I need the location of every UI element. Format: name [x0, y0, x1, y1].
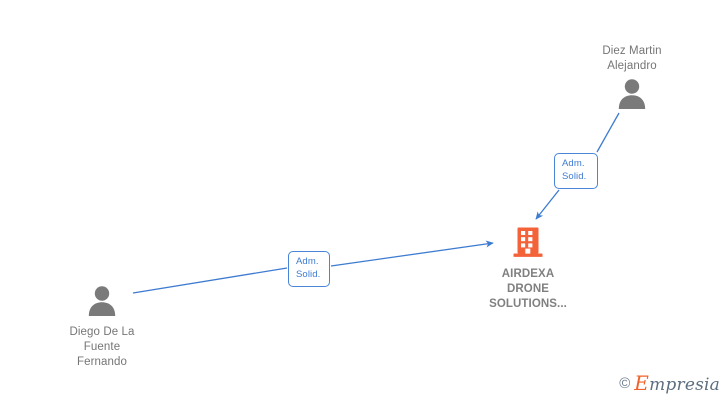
copyright-icon: © [619, 375, 631, 392]
node-label-diego-de-la-fuente-fernando: Diego De La Fuente Fernando [69, 326, 135, 368]
node-company-airdexa-drone-solutions[interactable]: AIRDEXA DRONE SOLUTIONS... [453, 226, 603, 312]
edge-label-diez-to-company[interactable]: Adm. Solid. [554, 153, 598, 189]
brand-initial: E [634, 371, 650, 395]
brand-rest: mpresia [649, 375, 720, 395]
person-icon [27, 283, 177, 322]
edge-label-diego-to-company[interactable]: Adm. Solid. [288, 251, 330, 287]
node-label-airdexa-drone-solutions: AIRDEXA DRONE SOLUTIONS... [489, 268, 567, 310]
brand-wordmark: Empresia [634, 373, 720, 394]
edge-arrow-label-to-company [535, 189, 560, 220]
node-label-diez-martin-alejandro: Diez Martin Alejandro [602, 45, 662, 72]
edge-line-diez-to-label [596, 112, 620, 153]
person-icon [557, 76, 707, 115]
node-person-diego-de-la-fuente-fernando[interactable]: Diego De La Fuente Fernando [27, 283, 177, 370]
watermark-empresia: © Empresia [619, 373, 720, 394]
building-icon [453, 226, 603, 263]
node-person-diez-martin-alejandro[interactable]: Diez Martin Alejandro [557, 44, 707, 115]
